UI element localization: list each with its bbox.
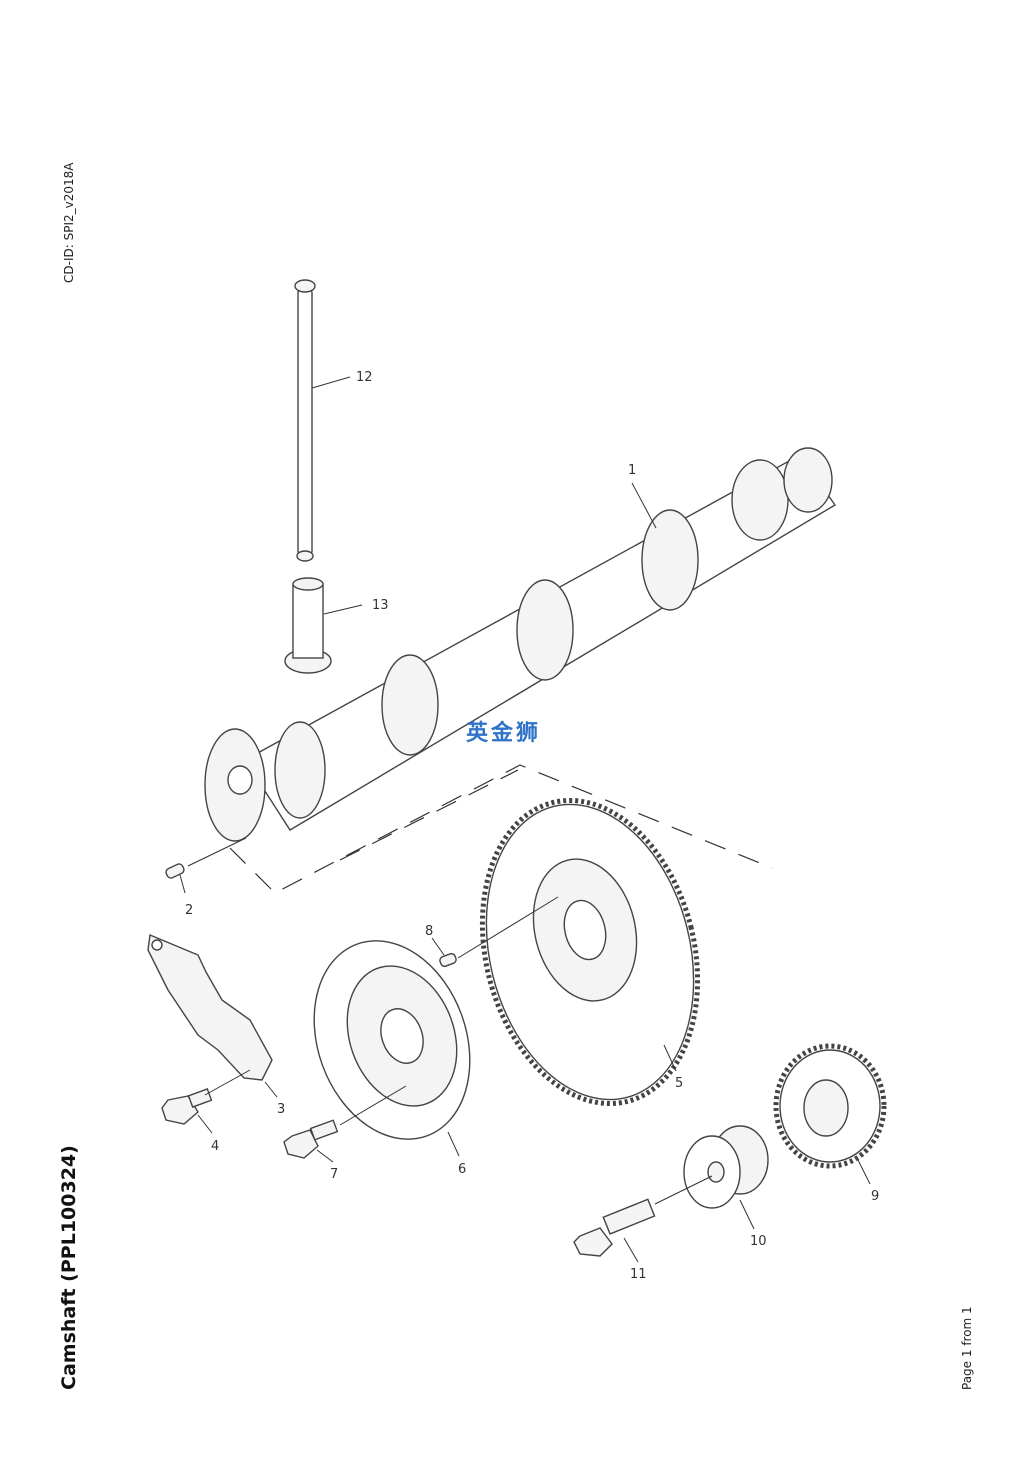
camshaft-part-1 [204,447,837,842]
watermark-text: 英金狮 [466,721,542,746]
small-gear-part-9 [773,1043,887,1169]
callout-13: 13 [372,598,389,613]
callout-1: 1 [628,463,636,478]
push-rod-part-12 [294,279,316,562]
callout-4: 4 [211,1139,219,1154]
callout-10: 10 [750,1234,767,1249]
bolt-part-4 [161,1088,213,1125]
callout-6: 6 [458,1162,466,1177]
bolt-part-7 [283,1119,339,1159]
callout-11: 11 [630,1267,647,1282]
bolt-part-11 [573,1198,656,1257]
tappet-part-13 [284,577,332,674]
dowel-part-2 [165,863,185,879]
flange-plate-part-6 [313,940,471,1140]
leader-lines [179,376,871,1263]
callout-8: 8 [425,924,433,939]
callout-3: 3 [277,1102,285,1117]
callout-labels: 1 2 3 4 5 6 7 8 9 10 11 12 13 [185,370,879,1282]
callout-9: 9 [871,1189,879,1204]
camshaft-gear-part-5 [479,797,701,1107]
callout-2: 2 [185,903,193,918]
callout-7: 7 [330,1167,338,1182]
dowel-part-8 [439,952,457,968]
bracket-part-3 [147,934,273,1081]
hub-part-10 [683,1125,769,1209]
callout-12: 12 [356,370,373,385]
callout-5: 5 [675,1076,683,1091]
assembly-guide-lines [229,764,773,894]
